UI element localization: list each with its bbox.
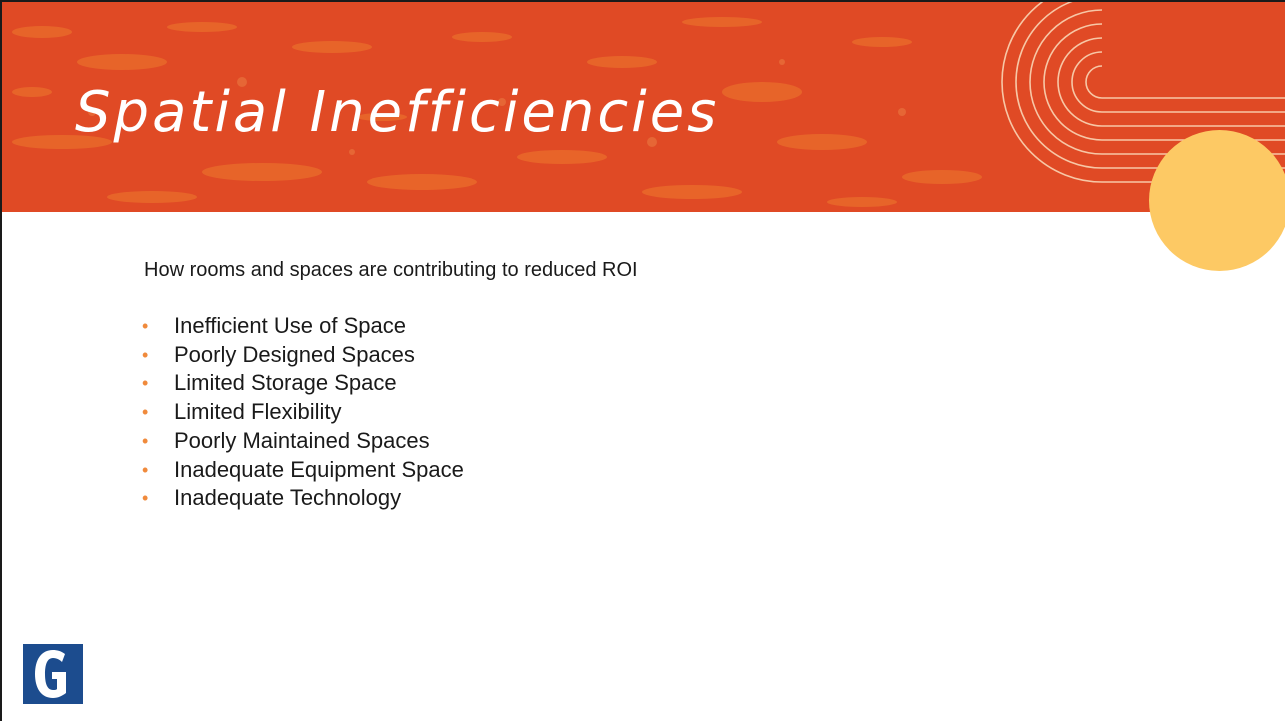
bullet-icon: • (142, 430, 149, 451)
list-item-text: Inadequate Equipment Space (174, 456, 464, 482)
company-logo (23, 644, 83, 704)
list-item: • Limited Storage Space (142, 369, 464, 398)
bullet-icon: • (142, 344, 149, 365)
list-item: • Limited Flexibility (142, 398, 464, 427)
bullet-icon: • (142, 488, 149, 509)
list-item: • Poorly Designed Spaces (142, 341, 464, 370)
list-item-text: Poorly Maintained Spaces (174, 427, 430, 453)
list-item-text: Limited Flexibility (174, 399, 342, 425)
title-banner: Spatial Inefficiencies (2, 2, 1285, 212)
slide-title: Spatial Inefficiencies (75, 80, 720, 145)
list-item: • Inadequate Technology (142, 484, 464, 513)
sun-circle (1149, 130, 1285, 271)
list-item: • Inadequate Equipment Space (142, 456, 464, 485)
decorative-arcs (1001, 2, 1285, 183)
list-item-text: Inadequate Technology (174, 485, 402, 511)
list-item: • Poorly Maintained Spaces (142, 427, 464, 456)
list-item-text: Poorly Designed Spaces (174, 341, 415, 367)
slide-subtitle: How rooms and spaces are contributing to… (144, 259, 638, 281)
list-item-text: Inefficient Use of Space (174, 313, 406, 338)
bullet-icon: • (142, 402, 149, 423)
list-item: • Inefficient Use of Space (142, 312, 464, 341)
bullet-list: • Inefficient Use of Space • Poorly Design… (142, 312, 464, 513)
bullet-icon: • (142, 316, 149, 336)
g-logo-icon (35, 650, 66, 698)
list-item-text: Limited Storage Space (174, 370, 397, 396)
banner-texture (12, 17, 982, 207)
bullet-icon: • (142, 373, 149, 394)
bullet-icon: • (142, 459, 149, 480)
